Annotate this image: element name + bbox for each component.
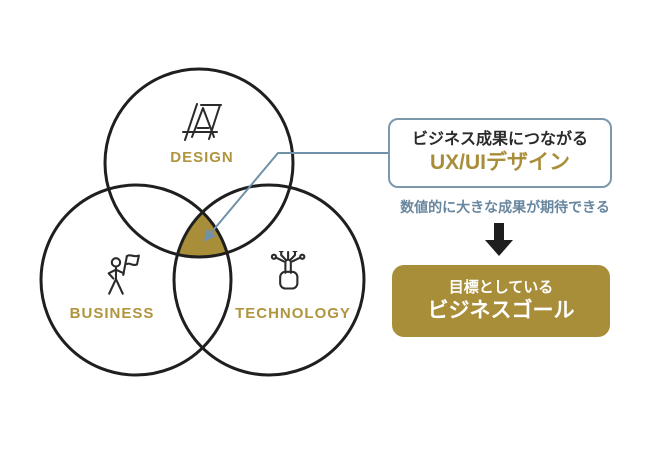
- technology-label: TECHNOLOGY: [235, 305, 351, 322]
- business-label: BUSINESS: [69, 305, 155, 322]
- callout-heading: ビジネス成果につながる: [411, 130, 588, 148]
- flag-bearer-icon: [107, 254, 140, 295]
- design-label: DESIGN: [170, 149, 234, 166]
- circle-design: [103, 67, 295, 259]
- circle-business: [39, 183, 233, 377]
- expectation-text: 数値的に大きな成果が期待できる: [400, 199, 610, 215]
- goal-box: 目標としている ビジネスゴール: [392, 265, 610, 337]
- connector-arrow: [203, 152, 392, 242]
- goal-line1: 目標としている: [448, 278, 554, 296]
- down-arrow-icon: [485, 223, 513, 256]
- callout-box: ビジネス成果につながる UX/UIデザイン: [388, 118, 612, 188]
- typography-a-icon: [182, 103, 222, 141]
- goal-line2: ビジネスゴール: [427, 299, 575, 323]
- digital-touch-icon: [270, 251, 306, 290]
- circle-technology: [172, 183, 366, 377]
- callout-uxui-label: UX/UIデザイン: [429, 150, 570, 174]
